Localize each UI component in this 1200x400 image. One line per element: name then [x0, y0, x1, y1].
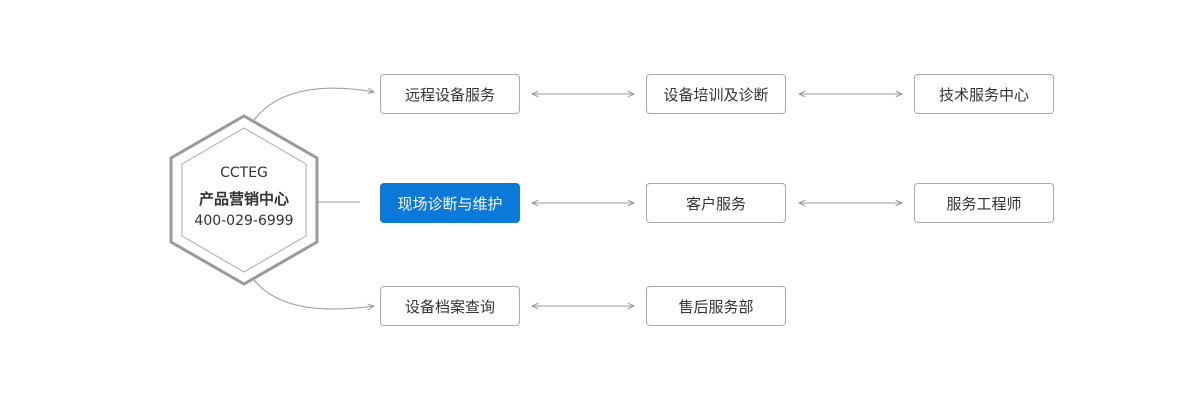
connector-hub-to-archive-query: [253, 279, 374, 309]
node-equipment-training-diagnosis[interactable]: 设备培训及诊断: [646, 74, 786, 114]
node-service-engineer[interactable]: 服务工程师: [914, 183, 1054, 223]
hub-phone: 400-029-6999: [194, 213, 294, 229]
node-customer-service[interactable]: 客户服务: [646, 183, 786, 223]
node-label: 设备档案查询: [404, 297, 495, 316]
node-label: 远程设备服务: [404, 85, 495, 104]
hub-hexagon: [169, 114, 319, 286]
node-label: 现场诊断与维护: [397, 194, 503, 213]
node-remote-equipment-service[interactable]: 远程设备服务: [380, 74, 520, 114]
hub-label-group: CCTEG 产品营销中心 400-029-6999: [168, 160, 320, 230]
node-onsite-diagnosis-maintenance[interactable]: 现场诊断与维护: [380, 183, 520, 223]
node-label: 设备培训及诊断: [663, 85, 769, 104]
node-aftersales-department[interactable]: 售后服务部: [646, 286, 786, 326]
hub-name: CCTEG: [220, 165, 268, 181]
node-label: 客户服务: [685, 194, 746, 213]
node-label: 售后服务部: [678, 297, 754, 316]
node-label: 技术服务中心: [938, 85, 1029, 104]
node-equipment-archive-query[interactable]: 设备档案查询: [380, 286, 520, 326]
connector-hub-to-remote-service: [253, 87, 374, 121]
hub-title: 产品营销中心: [198, 190, 289, 208]
node-label: 服务工程师: [946, 194, 1022, 213]
node-technical-service-center[interactable]: 技术服务中心: [914, 74, 1054, 114]
